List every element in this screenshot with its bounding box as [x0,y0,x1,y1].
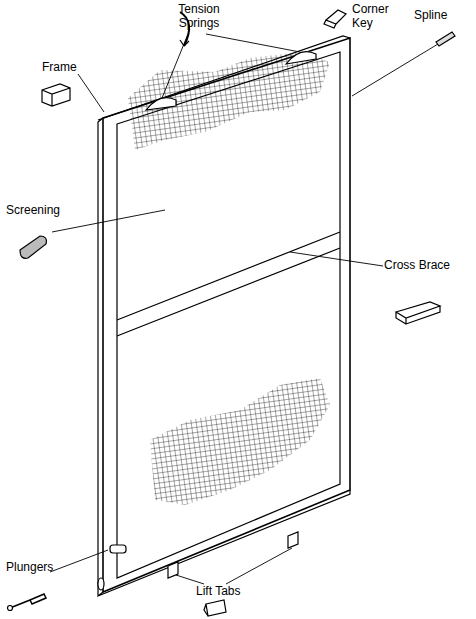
part-label: Spline [414,8,474,22]
part-label: Frame [42,60,102,74]
part-icon [8,10,456,616]
part-label: Plungers [6,560,76,574]
screening-mesh [128,52,330,505]
part-label: Corner Key [352,2,400,30]
frame [98,36,350,596]
cross-brace [117,232,340,336]
tension-spring [146,52,316,110]
part-label: Cross Brace [384,258,474,272]
part-label: Lift Tabs [196,584,276,598]
leader-line [50,34,438,584]
part-label: Tension Springs [168,2,230,30]
part-label: Screening [6,203,86,217]
